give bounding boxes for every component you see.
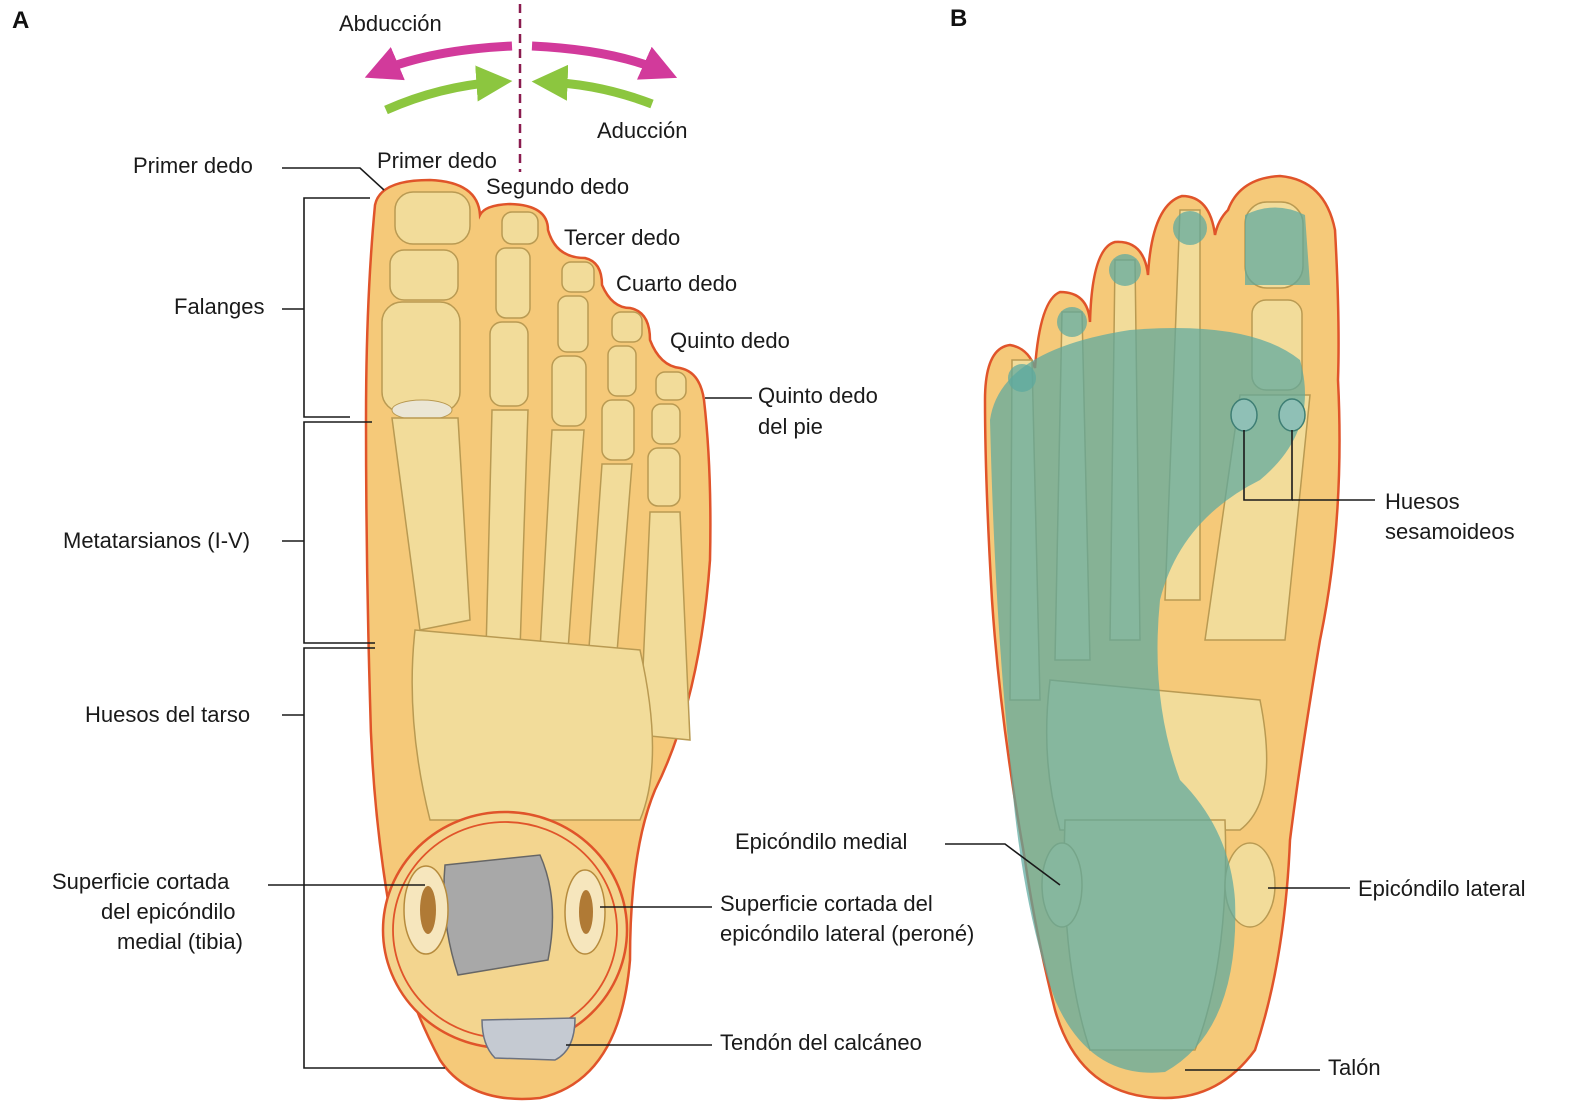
abduction-arrow-left — [378, 46, 512, 72]
toe-4-pad — [1057, 307, 1087, 337]
hallux-phalanx-base — [382, 302, 460, 412]
label-second-toe: Segundo dedo — [486, 174, 629, 199]
adduction-arrow-right — [546, 82, 652, 104]
foot-dorsal-illustration — [366, 180, 710, 1099]
label-first-toe-top: Primer dedo — [377, 148, 497, 173]
hallux-joint — [392, 400, 452, 420]
hallux-proximal-phalanx — [390, 250, 458, 300]
label-fifth-toe-foot-2: del pie — [758, 414, 823, 439]
movement-diagram: Abducción Aducción — [339, 4, 688, 172]
label-cut-lateral-1: Superficie cortada del — [720, 891, 933, 916]
talus-articular-surface — [444, 855, 553, 975]
metatarsal-2 — [486, 410, 528, 652]
label-cut-lateral-2: epicóndilo lateral (peroné) — [720, 921, 974, 946]
label-phalanges: Falanges — [174, 294, 265, 319]
hallux-distal-phalanx — [395, 192, 470, 244]
bracket-metatarsals — [304, 422, 375, 643]
fourth-toe-proximal — [602, 400, 634, 460]
label-lateral-epicondyle: Epicóndilo lateral — [1358, 876, 1526, 901]
third-toe-middle — [558, 296, 588, 352]
calcaneal-tendon-shape — [482, 1018, 575, 1060]
fifth-toe-middle — [652, 404, 680, 444]
label-first-toe-left: Primer dedo — [133, 153, 253, 178]
adduction-label: Aducción — [597, 118, 688, 143]
second-toe-proximal — [490, 322, 528, 406]
label-fifth-toe-foot-1: Quinto dedo — [758, 383, 878, 408]
tibia-marrow — [420, 886, 436, 934]
third-toe-distal — [562, 262, 594, 292]
sesamoid-lateral — [1279, 399, 1305, 431]
abduction-arrow-right — [532, 46, 664, 72]
panel-label-b: B — [950, 5, 967, 32]
panel-label-a: A — [12, 7, 29, 34]
toe-3-pad — [1109, 254, 1141, 286]
toe-5-pad — [1008, 364, 1036, 392]
label-sesamoid-2: sesamoideos — [1385, 519, 1515, 544]
fifth-toe-distal — [656, 372, 686, 400]
label-tarsals: Huesos del tarso — [85, 702, 250, 727]
label-sesamoid-1: Huesos — [1385, 489, 1460, 514]
fourth-toe-distal — [612, 312, 642, 342]
leader-first-toe — [282, 168, 384, 190]
fifth-toe-proximal — [648, 448, 680, 506]
adduction-arrow-left — [386, 82, 498, 110]
toe-2-pad — [1173, 211, 1207, 245]
label-fifth-toe: Quinto dedo — [670, 328, 790, 353]
hallux-weight-area — [1245, 208, 1310, 286]
label-third-toe: Tercer dedo — [564, 225, 680, 250]
label-fourth-toe: Cuarto dedo — [616, 271, 737, 296]
tarsal-bones — [412, 630, 652, 820]
label-metatarsals: Metatarsianos (I-V) — [63, 528, 250, 553]
second-toe-distal — [502, 212, 538, 244]
third-toe-proximal — [552, 356, 586, 426]
foot-plantar-illustration — [985, 176, 1340, 1098]
label-cut-medial-3: medial (tibia) — [117, 929, 243, 954]
abduction-label: Abducción — [339, 11, 442, 36]
bracket-phalanges — [304, 198, 370, 417]
label-cut-medial-2: del epicóndilo — [101, 899, 236, 924]
second-toe-middle — [496, 248, 530, 318]
label-medial-epicondyle: Epicóndilo medial — [735, 829, 907, 854]
label-heel: Talón — [1328, 1055, 1381, 1080]
sesamoid-medial — [1231, 399, 1257, 431]
fibula-marrow — [579, 890, 593, 934]
label-cut-medial-1: Superficie cortada — [52, 869, 230, 894]
label-calcaneal-tendon: Tendón del calcáneo — [720, 1030, 922, 1055]
fourth-toe-middle — [608, 346, 636, 396]
